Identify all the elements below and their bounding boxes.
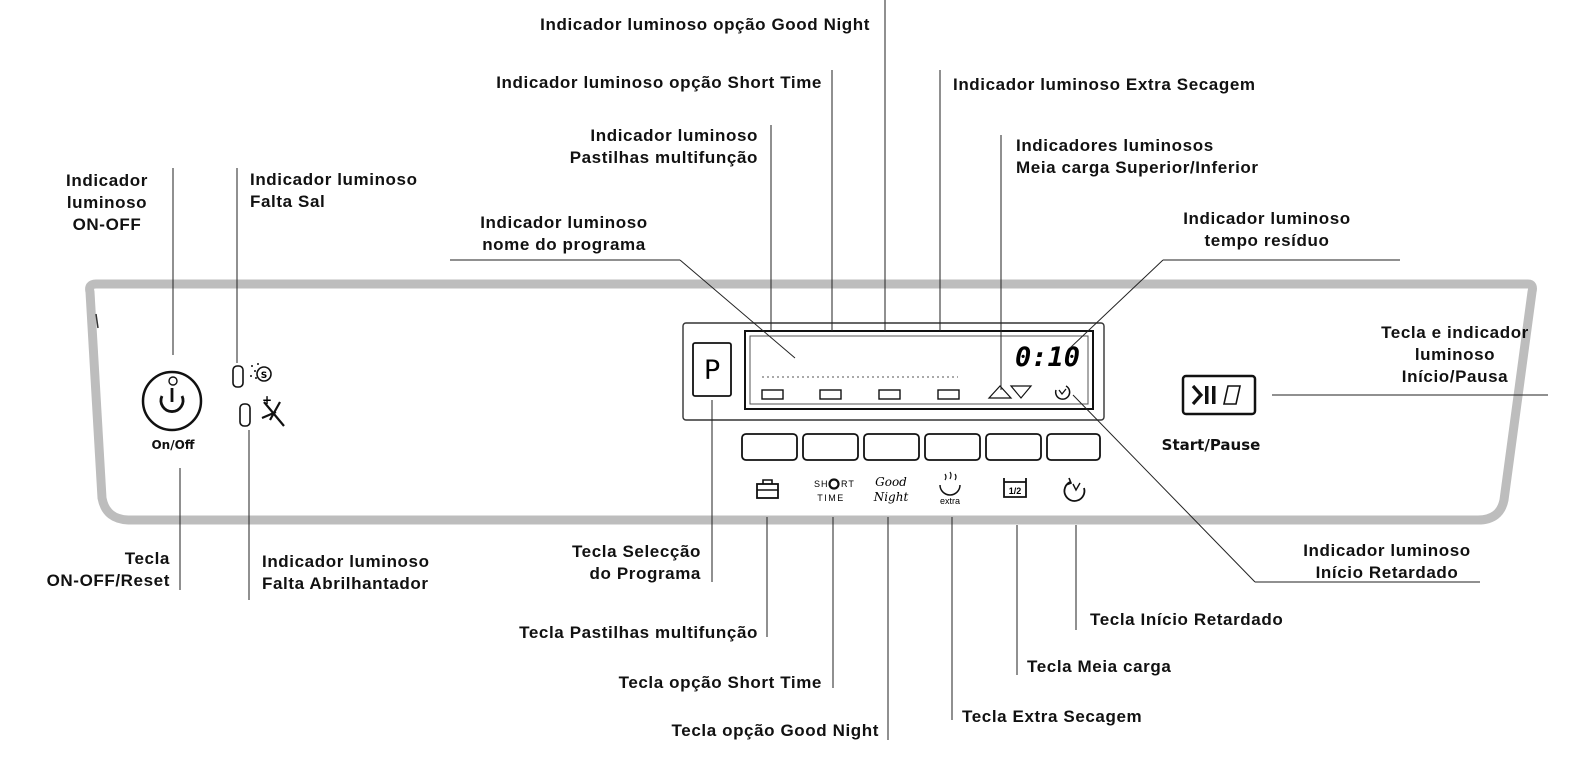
good-night-key[interactable] [863,433,920,461]
start-pause-caption: Start/Pause [1162,436,1261,454]
salt-icon: S [250,363,272,382]
rinse-aid-led [239,403,251,427]
program-key[interactable] [692,342,732,397]
half-load-text: 1/2 [1009,486,1022,496]
extra-dry-text: extra [940,496,960,506]
display-inner [749,335,1089,405]
power-button[interactable] [141,370,203,432]
rinse-aid-indicator-label: Indicador luminoso Falta Abrilhantador [262,552,430,593]
delay-key[interactable] [1046,433,1101,461]
salt-led [232,365,244,388]
half-load-icon [1003,478,1027,498]
good-night-key-label: Tecla opção Good Night [671,721,879,740]
tablets-icon [756,479,779,499]
rinse-aid-icon: + [261,393,285,427]
reset-key-label: Tecla ON-OFF/Reset [46,549,170,590]
salt-indicator-label: Indicador luminoso Falta Sal [250,170,418,211]
tablets-key-label: Tecla Pastilhas multifunção [519,623,758,642]
delay-start-indicator-label: Indicador luminoso Início Retardado [1303,541,1471,582]
good-night-line-1: Good [875,475,907,489]
indicator-extra-dry [937,389,960,400]
short-time-indicator-label: Indicador luminoso opção Short Time [496,73,822,92]
tablets-indicator-label: Indicador luminoso Pastilhas multifunção [569,126,758,167]
start-pause-icon [1191,384,1241,406]
half-load-indicators-label: Indicadores luminosos Meia carga Superio… [1016,136,1259,177]
short-time-bottom: TIME [817,493,845,503]
tablets-key[interactable] [741,433,798,461]
half-load-indicator [987,385,1033,399]
svg-text:+: + [262,393,272,407]
svg-text:S: S [261,371,267,381]
half-load-key-label: Tecla Meia carga [1027,657,1172,676]
residual-time-indicator-label: Indicador luminoso tempo resíduo [1183,209,1351,250]
short-time-clock-icon [828,478,840,490]
half-load-key[interactable] [985,433,1042,461]
program-key-label: P [704,355,720,386]
short-time-top-2: RT [841,479,855,489]
panel-outline [85,279,1537,525]
indicator-good-night [878,389,901,400]
short-time-key-label: Tecla opção Short Time [618,673,822,692]
extra-dry-indicator-label: Indicador luminoso Extra Secagem [953,75,1256,94]
short-time-key[interactable] [802,433,859,461]
start-pause-indicator-label: Tecla e indicador luminoso Início/Pausa [1381,323,1529,386]
extra-dry-key[interactable] [924,433,981,461]
program-name-indicator-label: Indicador luminoso nome do programa [480,213,648,254]
start-pause-key[interactable] [1181,374,1257,416]
time-display: 0:10 [1015,342,1080,373]
delay-indicator-icon [1054,385,1071,400]
indicator-short-time [819,389,842,400]
leader-lines [172,0,1548,740]
extra-dry-icon [939,471,961,496]
short-time-top: SH [814,479,829,489]
display-window [744,330,1094,410]
program-selection-key-label: Tecla Selecção do Programa [571,542,701,583]
indicator-tablets [761,389,784,400]
on-off-led [168,376,178,386]
delay-start-icon [1063,477,1086,502]
good-night-line-2: Night [873,490,909,504]
delay-start-key-label: Tecla Início Retardado [1090,610,1284,629]
power-caption: On/Off [151,438,194,452]
good-night-indicator-label: Indicador luminoso opção Good Night [540,15,870,34]
extra-dry-key-label: Tecla Extra Secagem [962,707,1143,726]
on-off-indicator-label: Indicador luminoso ON-OFF [66,171,148,234]
